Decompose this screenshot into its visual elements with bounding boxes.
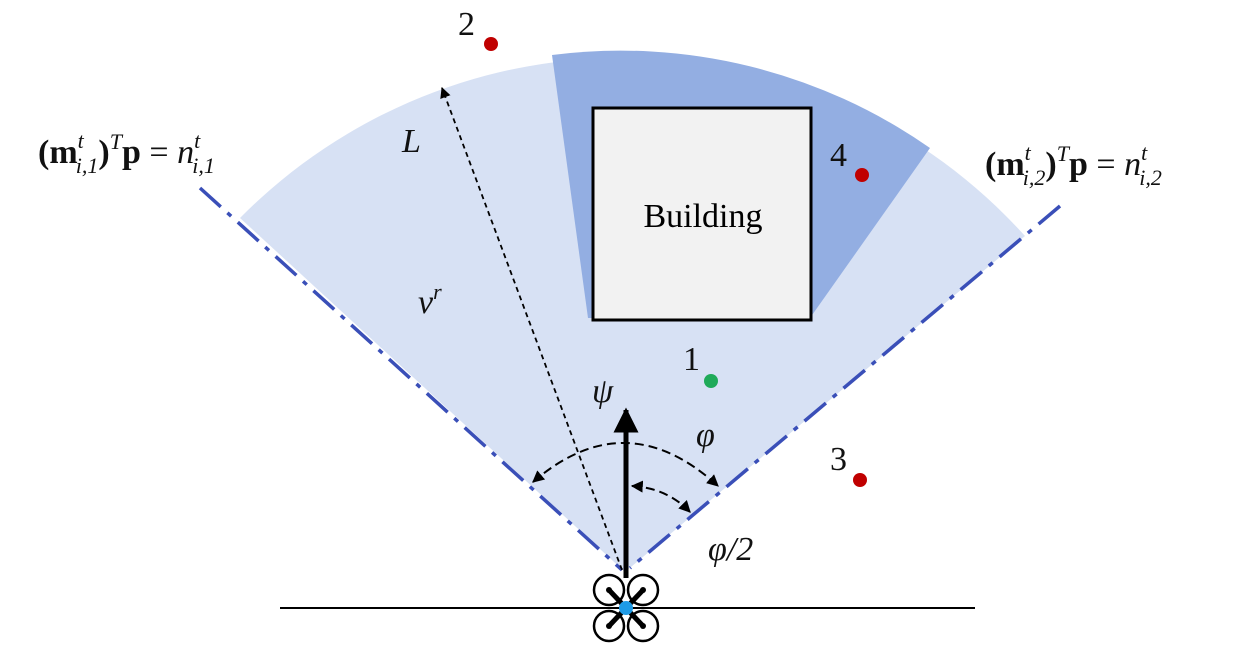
half-fov-label: φ/2 bbox=[708, 531, 753, 568]
eq-right-T: T bbox=[1057, 141, 1071, 166]
eq-right-m: m bbox=[996, 146, 1024, 183]
boundary-line-left bbox=[198, 186, 624, 572]
point-label-3: 3 bbox=[830, 441, 847, 478]
building-label: Building bbox=[643, 198, 762, 235]
range-label: L bbox=[401, 123, 421, 160]
eq-left-m-sub: i,1 bbox=[76, 153, 99, 178]
quadcopter-icon bbox=[592, 573, 660, 643]
eq-left-eqsign: = bbox=[141, 134, 177, 171]
point-3 bbox=[853, 473, 867, 487]
drone-center bbox=[619, 601, 633, 615]
eq-right-close: ) bbox=[1045, 146, 1056, 183]
eq-left-n: n bbox=[177, 134, 194, 171]
point-label-2: 2 bbox=[458, 6, 475, 43]
half-fov-arc bbox=[630, 480, 691, 513]
eq-right-n-sup: t bbox=[1141, 140, 1148, 165]
eq-right-m-sub: i,2 bbox=[1023, 165, 1046, 190]
fov-label: φ bbox=[696, 417, 715, 454]
boundary-line-right bbox=[628, 204, 1062, 570]
fov-arc bbox=[532, 442, 719, 487]
heading-label: ψ bbox=[592, 373, 614, 410]
eq-left-n-sup: t bbox=[194, 128, 201, 153]
eq-left-open: ( bbox=[38, 134, 49, 171]
eq-left-T: T bbox=[110, 129, 124, 154]
eq-right-n-sub: i,2 bbox=[1139, 165, 1162, 190]
target-points: 1 2 3 4 bbox=[458, 6, 869, 487]
velocity-label: vr bbox=[418, 279, 442, 321]
eq-left-m: m bbox=[49, 134, 77, 171]
eq-right-p: p bbox=[1069, 146, 1088, 183]
eq-right-eqsign: = bbox=[1088, 146, 1124, 183]
eq-left-n-sub: i,1 bbox=[192, 153, 215, 178]
eq-right-open: ( bbox=[985, 146, 996, 183]
point-2 bbox=[484, 37, 498, 51]
eq-left-p: p bbox=[122, 134, 141, 171]
velocity-superscript: r bbox=[433, 279, 442, 304]
building bbox=[591, 106, 813, 322]
point-4 bbox=[855, 168, 869, 182]
eq-right-m-sup: t bbox=[1025, 140, 1032, 165]
point-label-1: 1 bbox=[683, 341, 700, 378]
eq-right-n: n bbox=[1124, 146, 1141, 183]
eq-left-m-sup: t bbox=[78, 128, 85, 153]
velocity-symbol: v bbox=[418, 284, 434, 321]
point-label-4: 4 bbox=[830, 137, 847, 174]
point-1 bbox=[704, 374, 718, 388]
eq-left-close: ) bbox=[98, 134, 109, 171]
range-vector bbox=[440, 86, 623, 571]
